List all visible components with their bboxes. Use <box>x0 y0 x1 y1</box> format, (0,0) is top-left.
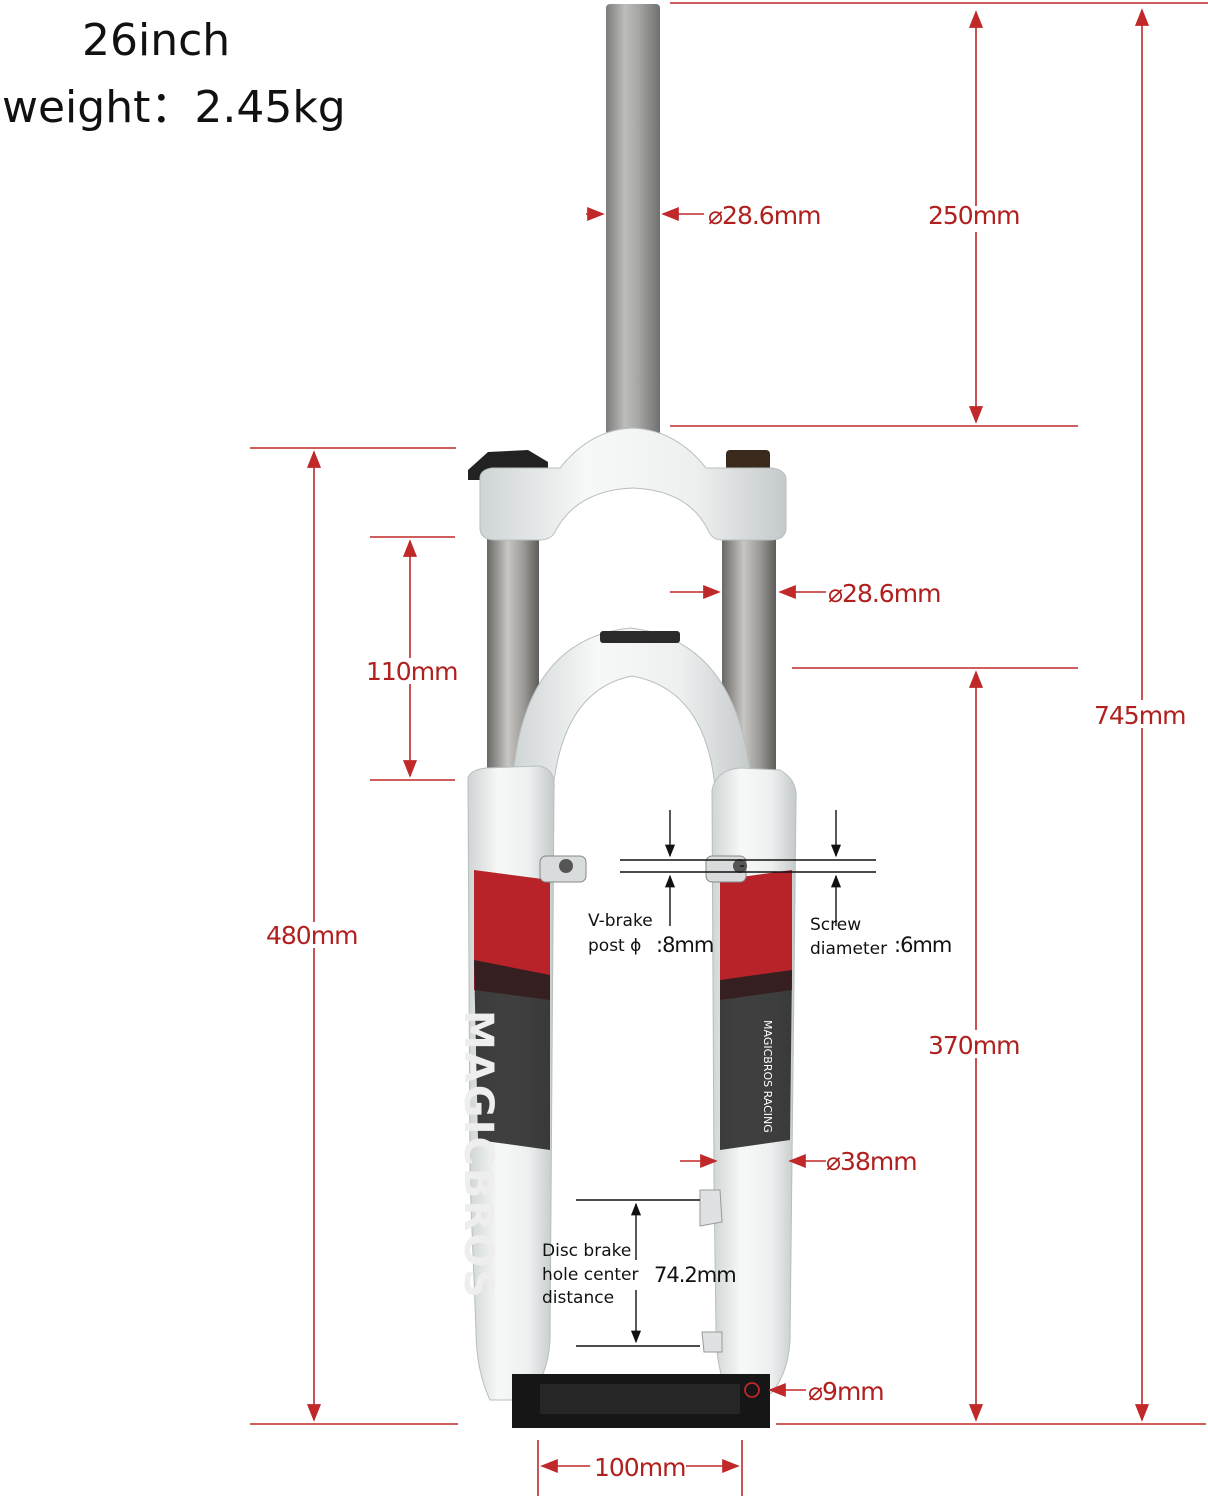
steerer-tube <box>606 4 660 436</box>
travel-label: 110mm <box>366 657 457 686</box>
decal-left-black <box>474 960 550 1150</box>
steerer-length-label: 250mm <box>928 201 1019 230</box>
size-label: 26inch <box>82 15 230 66</box>
decal-right-black <box>720 970 792 1150</box>
brand-decal-left: MAGICBROS <box>455 1010 501 1300</box>
disc-mount-top <box>699 1189 723 1227</box>
disc-note-value: 74.2mm <box>654 1263 736 1287</box>
axle-inner <box>540 1384 740 1414</box>
stanchion-diameter-label: ⌀28.6mm <box>828 579 940 608</box>
disc-note-line2: hole center <box>542 1265 638 1285</box>
hub-width-label: 100mm <box>594 1453 685 1482</box>
screw-note-line2: diameter <box>810 939 887 959</box>
lower-length-label: 370mm <box>928 1031 1019 1060</box>
brand-decal-right: MAGICBROS RACING <box>761 1020 774 1133</box>
fork-illustration: MAGICBROS MAGICBROS RACING <box>455 4 797 1428</box>
lower-diameter-label: ⌀38mm <box>826 1147 917 1176</box>
fork-crown <box>479 427 787 541</box>
total-length-label: 745mm <box>1094 701 1185 730</box>
axle-diameter-label: ⌀9mm <box>808 1377 884 1406</box>
weight-label: weight：2.45kg <box>2 82 346 133</box>
vbrake-note-value: :8mm <box>656 933 713 957</box>
vbrake-note-line1: V-brake <box>588 911 653 931</box>
decal-right <box>720 870 792 1000</box>
vbrake-note-line2: post ϕ <box>588 936 641 956</box>
dimension-lines <box>250 2 1208 1496</box>
screw-note-value: :6mm <box>894 933 951 957</box>
arch-decal <box>600 631 680 643</box>
axle-to-crown-label: 480mm <box>266 921 357 950</box>
axle-hole-marker <box>744 1382 760 1398</box>
disc-note-line1: Disc brake <box>542 1241 631 1261</box>
disc-mount-bottom <box>701 1331 723 1353</box>
vbrake-post-left <box>539 855 587 883</box>
screw-note-line1: Screw <box>810 915 861 935</box>
disc-note-line3: distance <box>542 1288 614 1308</box>
brake-callouts <box>576 810 876 1347</box>
steerer-diameter-label: ⌀28.6mm <box>708 201 820 230</box>
